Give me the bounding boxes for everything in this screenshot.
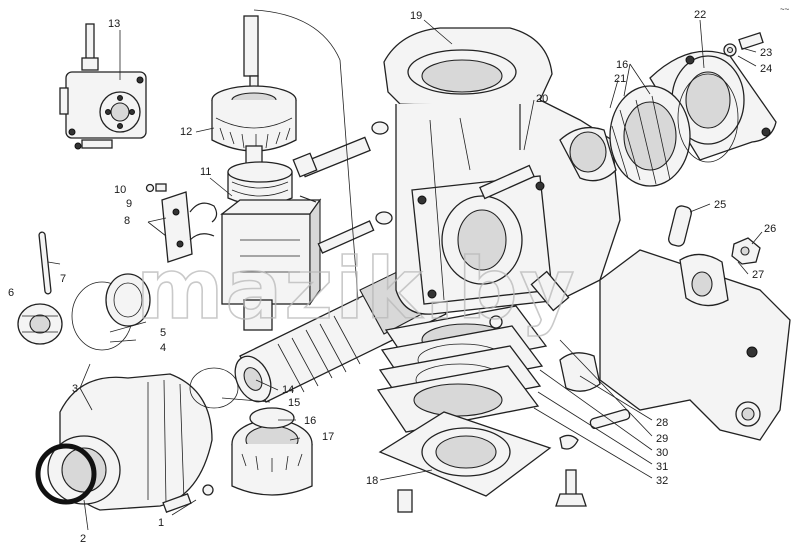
callout-18: 18 [366, 475, 378, 487]
callout-labels: 1 2 3 4 5 6 7 8 9 10 11 12 13 14 15 16 1… [8, 9, 776, 545]
callout-24: 24 [760, 63, 772, 75]
callout-25: 25 [714, 199, 726, 211]
callout-27: 27 [752, 269, 764, 281]
callout-32: 32 [656, 475, 668, 487]
callout-28: 28 [656, 417, 668, 429]
callout-20: 20 [536, 93, 548, 105]
part-12-drawing [211, 15, 297, 181]
callout-19: 19 [410, 10, 422, 22]
part-22-cover-drawing [649, 50, 777, 161]
callout-4: 4 [160, 342, 166, 354]
callout-10: 10 [114, 184, 126, 196]
callout-16-mid: 16 [304, 415, 316, 427]
callout-26: 26 [764, 223, 776, 235]
callout-9: 9 [126, 198, 132, 210]
watermark-text: mazik.by [136, 240, 577, 338]
part-8-9-10-drawing [145, 183, 218, 263]
callout-23: 23 [760, 47, 772, 59]
callout-21: 21 [614, 73, 626, 85]
callout-13: 13 [108, 18, 120, 30]
callout-16-right: 16 [616, 59, 628, 71]
leader-lines [47, 9, 763, 531]
part-19-20-housing-drawing [383, 27, 621, 315]
callout-31: 31 [656, 461, 668, 473]
callout-30: 30 [656, 447, 668, 459]
callout-5: 5 [160, 327, 166, 339]
part-23-24-bolt-drawing [723, 32, 764, 57]
callout-12: 12 [180, 126, 192, 138]
callout-17: 17 [322, 431, 334, 443]
callout-11: 11 [200, 166, 211, 178]
callout-15: 15 [288, 397, 300, 409]
callout-6: 6 [8, 287, 14, 299]
callout-8: 8 [124, 215, 130, 227]
part-11-drawing [220, 161, 322, 331]
bolts-drawing [292, 121, 570, 329]
part-gasket-stack-drawing [376, 305, 631, 513]
callout-1: 1 [158, 517, 164, 529]
callout-2: 2 [80, 533, 86, 545]
part-16-21-bearing-drawing [609, 73, 739, 187]
callout-3: 3 [72, 383, 78, 395]
part-left-flange-drawing [17, 231, 313, 513]
callout-22: 22 [694, 9, 706, 21]
callout-16-left: 16 [304, 415, 316, 427]
callout-14: 14 [282, 384, 294, 396]
callout-29: 29 [656, 433, 668, 445]
callout-7: 7 [60, 273, 66, 285]
part-bracket-drawing [559, 205, 791, 441]
corner-mark: ~~ [780, 5, 790, 14]
part-13-drawing [59, 23, 147, 150]
